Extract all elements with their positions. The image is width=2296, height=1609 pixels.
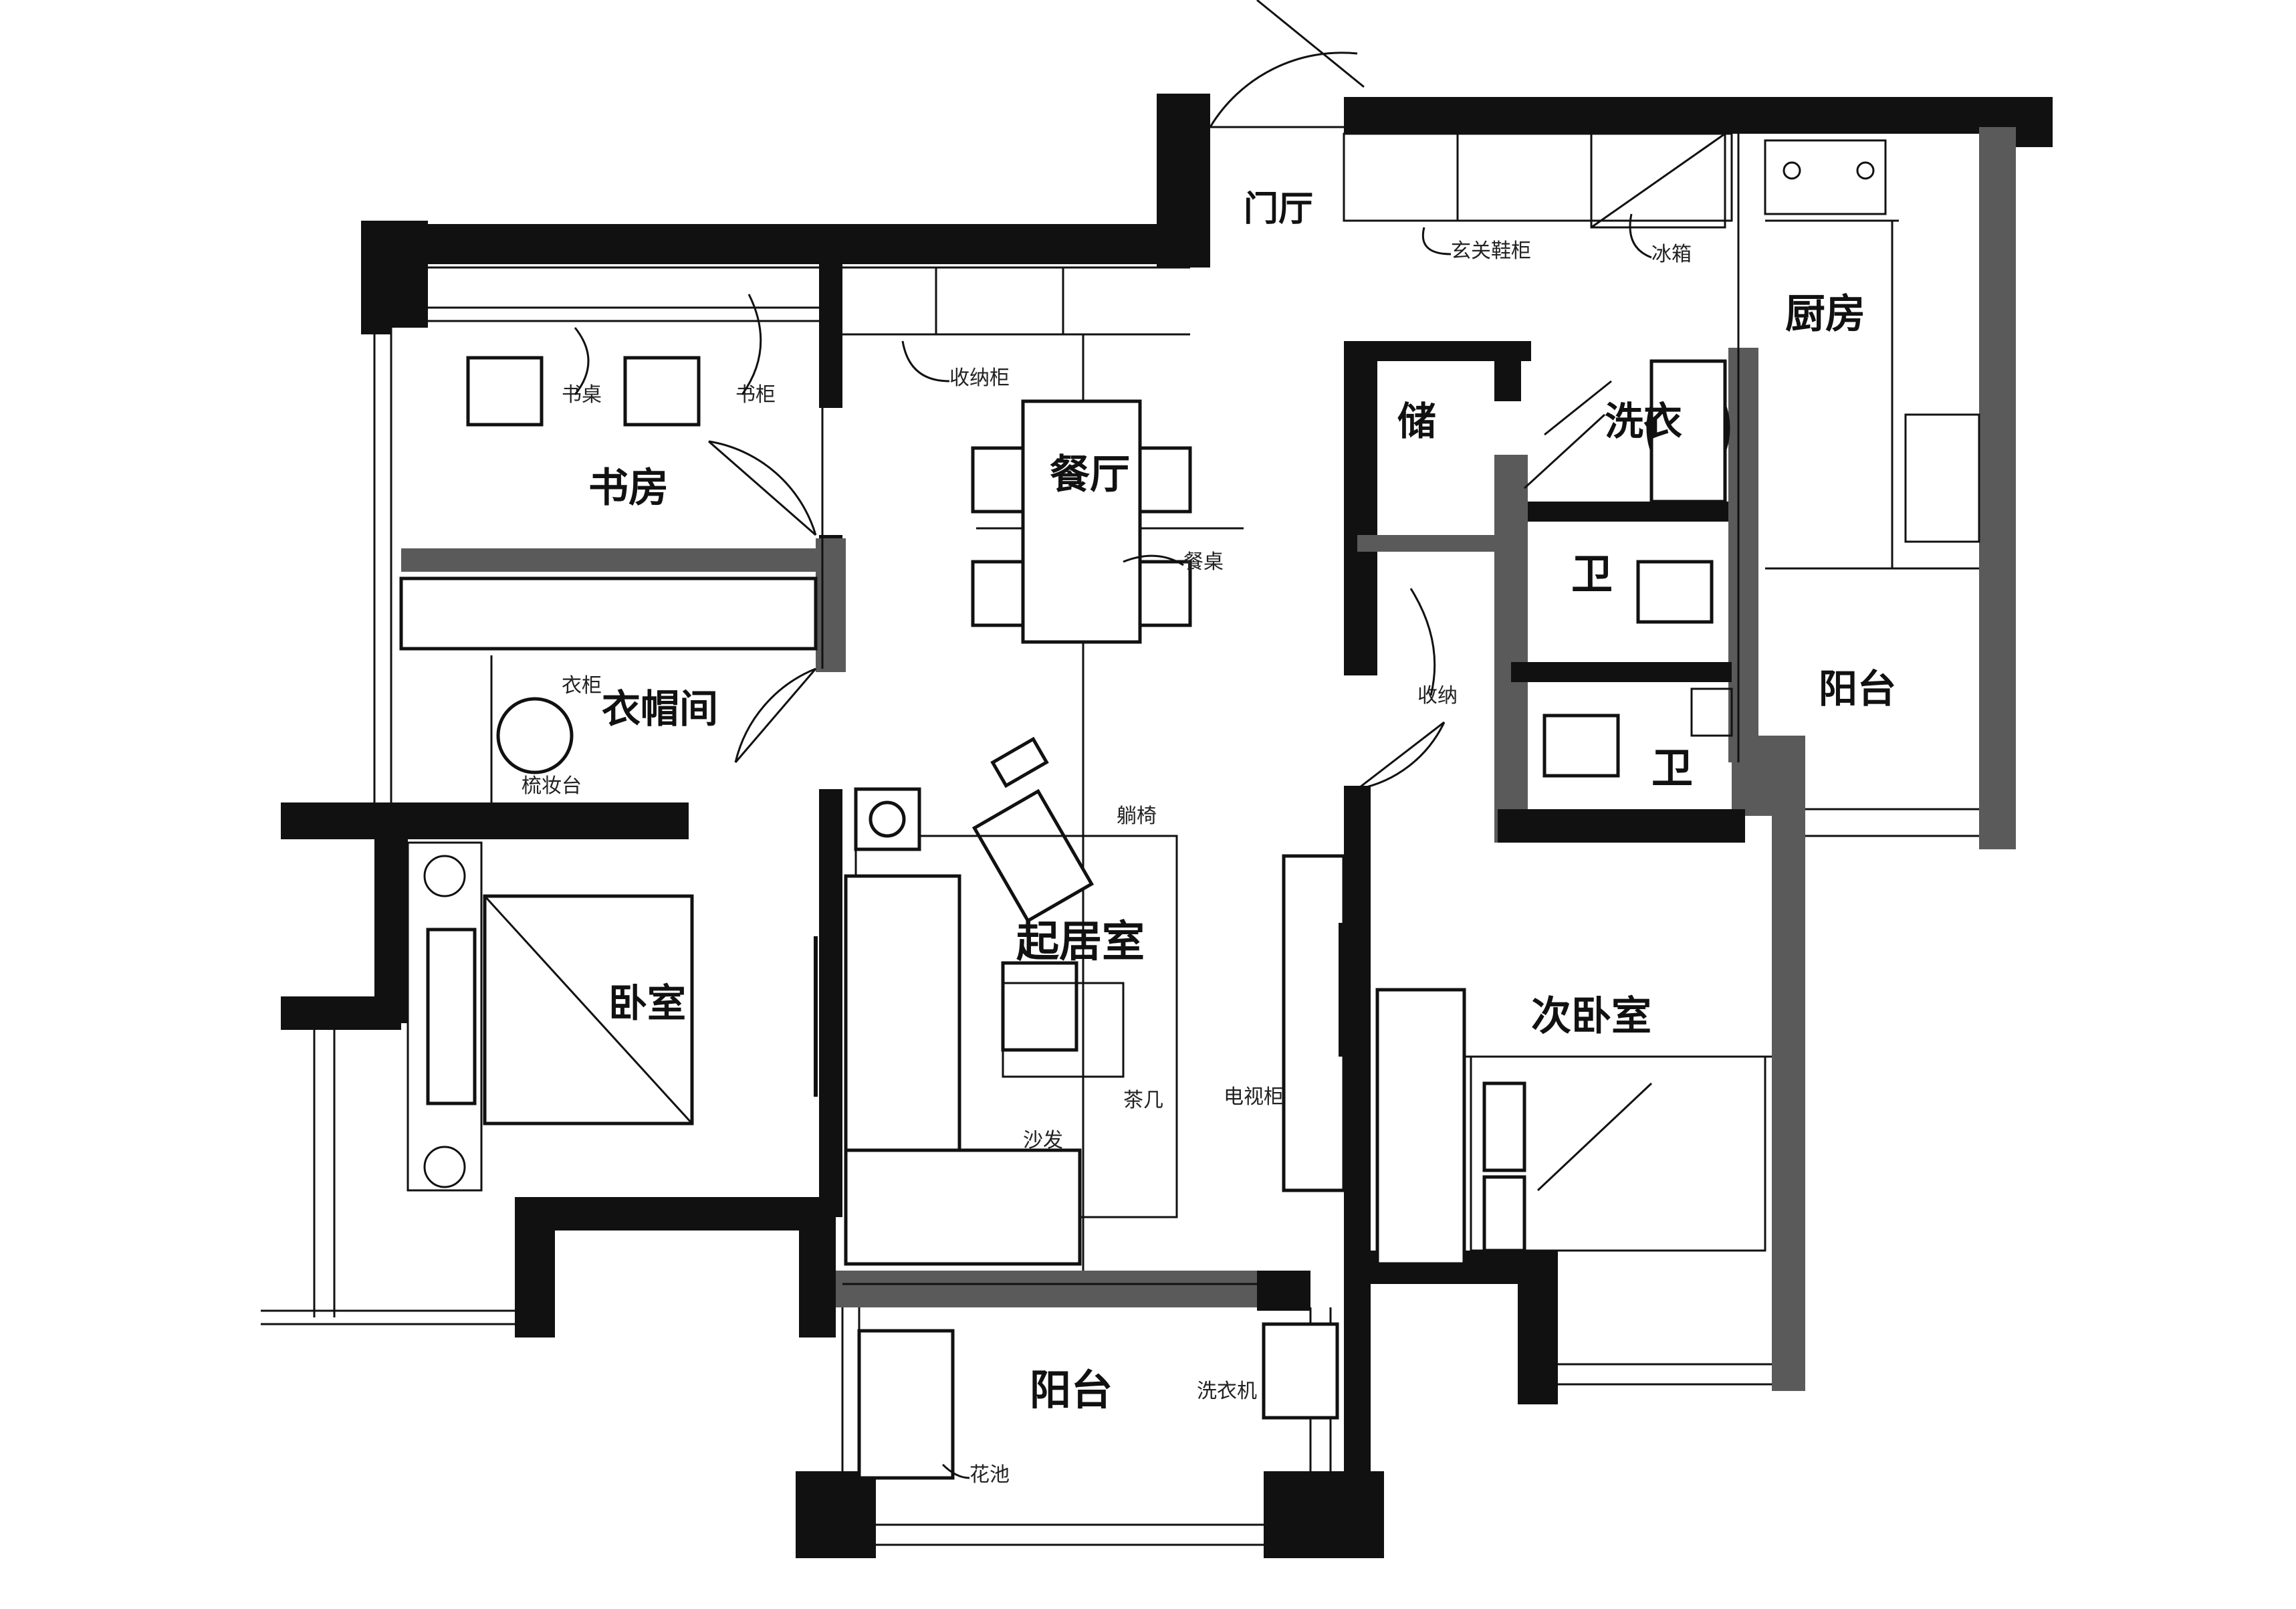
note-table: 餐桌 [1183,550,1224,574]
room-study: 书房 [588,465,669,512]
annotations: 玄关鞋柜 冰箱 收纳柜 书桌 书柜 衣柜 梳妆台 躺椅 餐桌 茶几 沙发 电视柜… [522,213,1692,1487]
lines [261,132,1980,1546]
note-fridge: 冰箱 [1651,243,1692,266]
note-shoe-cabinet: 玄关鞋柜 [1451,239,1531,263]
room-labels: 门厅 餐厅 书房 衣帽间 卧室 起居室 阳台 厨房 阳台 次卧室 卫 卫 洗衣 … [588,189,1896,1414]
room-dining: 餐厅 [1050,451,1130,498]
room-bath-1: 卫 [1571,550,1613,599]
room-laundry: 洗衣 [1605,399,1682,444]
room-bedroom: 卧室 [608,980,686,1026]
room-master: 次卧室 [1531,993,1651,1040]
note-bookshelf: 书柜 [735,383,776,407]
note-planter: 花池 [969,1463,1010,1487]
note-tea-table: 茶几 [1123,1089,1163,1112]
doors [708,0,1653,1192]
room-balcony-east: 阳台 [1819,666,1896,712]
room-balcony-south: 阳台 [1030,1366,1113,1414]
room-cloak: 衣帽间 [602,686,718,732]
note-wardrobe: 衣柜 [562,674,602,698]
note-tall-cabinet: 收纳柜 [949,366,1010,390]
note-washer: 洗衣机 [1197,1380,1257,1403]
note-lounge: 躺椅 [1117,804,1157,828]
room-storage: 储 [1397,399,1436,444]
room-kitchen: 厨房 [1785,291,1865,338]
note-tv: 电视柜 [1224,1085,1284,1109]
furniture [399,161,1875,1480]
note-makeup: 梳妆台 [522,774,582,798]
note-storage-cab: 收纳 [1417,684,1458,708]
note-sofa: 沙发 [1023,1129,1063,1152]
room-living: 起居室 [1016,917,1145,967]
room-bath-2: 卫 [1651,744,1693,792]
note-desk: 书桌 [562,383,602,407]
room-entry: 门厅 [1244,189,1313,229]
